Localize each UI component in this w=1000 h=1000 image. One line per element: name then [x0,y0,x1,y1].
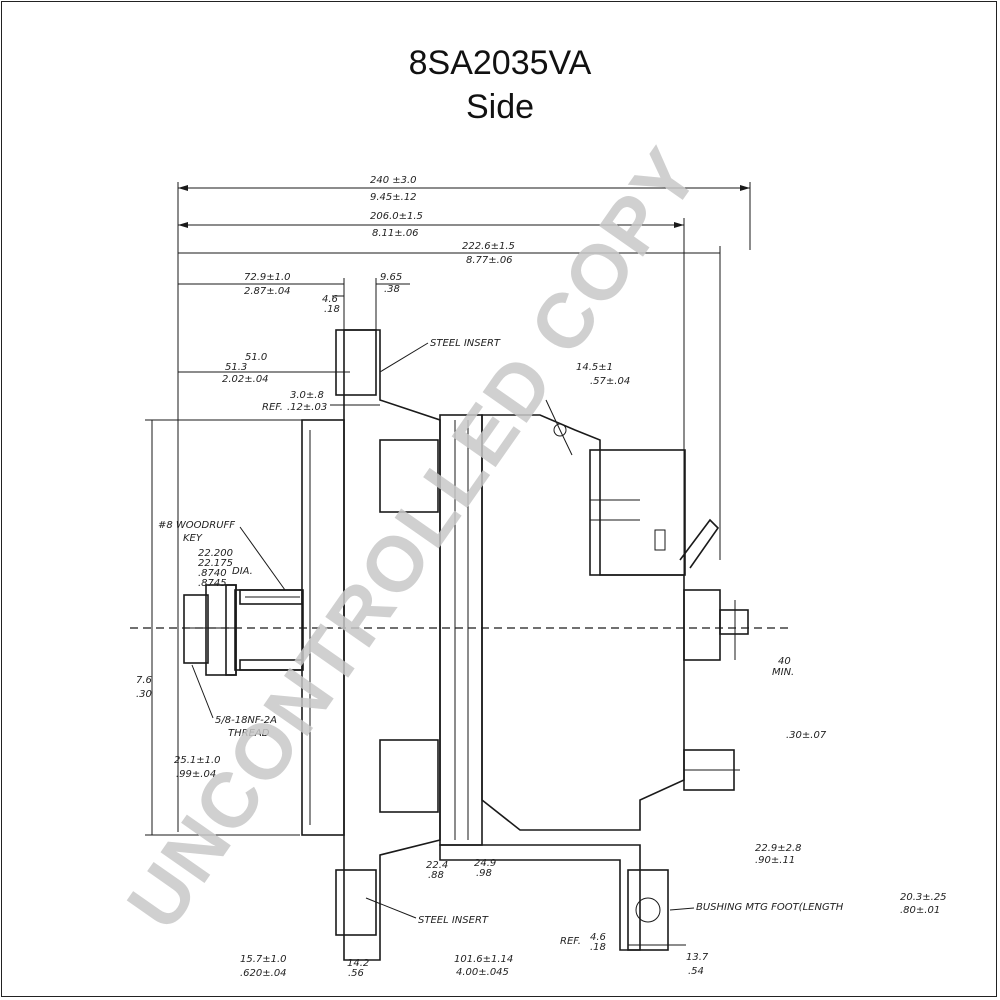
dim-d21-b: .30 [136,689,152,700]
steel-insert-bottom-label: STEEL INSERT [418,915,489,926]
dim-d19-ref: REF. [560,936,581,947]
shaft-dia-b: 22.175 [198,558,233,569]
thread-label-2: THREAD [228,728,270,739]
steel-insert-top-label: STEEL INSERT [430,338,501,349]
dimension-labels: 240 ±3.0 9.45±.12 206.0±1.5 8.11±.06 222… [136,175,947,979]
dim-d7-a: 51.0 [245,352,267,363]
dim-d11: .30±.07 [786,730,827,741]
dim-d2-mm: 206.0±1.5 [370,211,423,222]
dim-d15-a: 24.9 [474,858,496,869]
dim-d4-mm: 72.9±1.0 [244,272,291,283]
dim-d13-mm: 22.9±2.8 [755,843,802,854]
dim-d21-a: 7.6 [136,675,152,686]
shaft-dia-d: .8740 [198,568,227,579]
shaft-dia-a: 22.200 [198,548,233,559]
dim-d4-in: 2.87±.04 [244,286,291,297]
dim-d5-b: .38 [384,284,400,295]
dim-d17-b: .56 [348,968,364,979]
dim-d8-in: .12±.03 [287,402,327,413]
dim-d3-mm: 222.6±1.5 [462,241,515,252]
dim-d7-in: 2.02±.04 [222,374,269,385]
dim-overall-in: 9.45±.12 [370,192,417,203]
top-dimension-lines [130,182,790,836]
dim-d19-b: .18 [590,942,606,953]
dim-d3-in: 8.77±.06 [466,255,513,266]
dim-d10-b: MIN. [772,667,794,678]
part-number-title: 8SA2035VA [408,44,592,82]
dim-overall-mm: 240 ±3.0 [370,175,417,186]
dim-d20-b: .54 [688,966,704,977]
view-title: Side [465,88,535,126]
dim-d14-a: 22.4 [426,860,448,871]
dim-d19-a: 4.6 [590,932,606,943]
dim-d6-b: .18 [324,304,340,315]
alternator-outline [183,329,749,961]
dim-d22-mm: 20.3±.25 [900,892,947,903]
dim-d9-mm: 14.5±1 [576,362,613,373]
dim-d8-mm: 3.0±.8 [290,390,324,401]
dim-d17-a: 14.2 [347,958,369,969]
dim-d10-a: 40 [778,656,791,667]
shaft-dia-c: DIA. [232,566,253,577]
dim-d13-in: .90±.11 [755,855,795,866]
dim-d16-mm: 15.7±1.0 [240,954,287,965]
shaft-dia-e: .8745 [198,578,227,589]
dim-d18-in: 4.00±.045 [456,967,509,978]
woodruff-key-label-1: #8 WOODRUFF [158,520,235,531]
dim-d9-in: .57±.04 [590,376,630,387]
dim-d18-mm: 101.6±1.14 [454,954,513,965]
dim-d12-in: .99±.04 [176,769,216,780]
dim-d16-in: .620±.04 [240,968,287,979]
dim-ref: REF. [262,402,283,413]
dim-d22-in: .80±.01 [900,905,940,916]
woodruff-key-label-2: KEY [183,533,203,544]
dim-d14-b: .88 [428,870,444,881]
thread-label-1: 5/8-18NF-2A [215,715,277,726]
dim-d7-b: 51.3 [225,362,247,373]
dim-d5-a: 9.65 [380,272,402,283]
callout-labels: STEEL INSERT STEEL INSERT #8 WOODRUFF KE… [158,338,844,926]
dim-d12-mm: 25.1±1.0 [174,755,221,766]
bushing-label: BUSHING MTG FOOT(LENGTH [696,902,844,913]
dim-d2-in: 8.11±.06 [372,228,419,239]
dim-d6-a: 4.6 [322,294,338,305]
dim-d20-a: 13.7 [686,952,709,963]
dim-d15-b: .98 [476,868,492,879]
